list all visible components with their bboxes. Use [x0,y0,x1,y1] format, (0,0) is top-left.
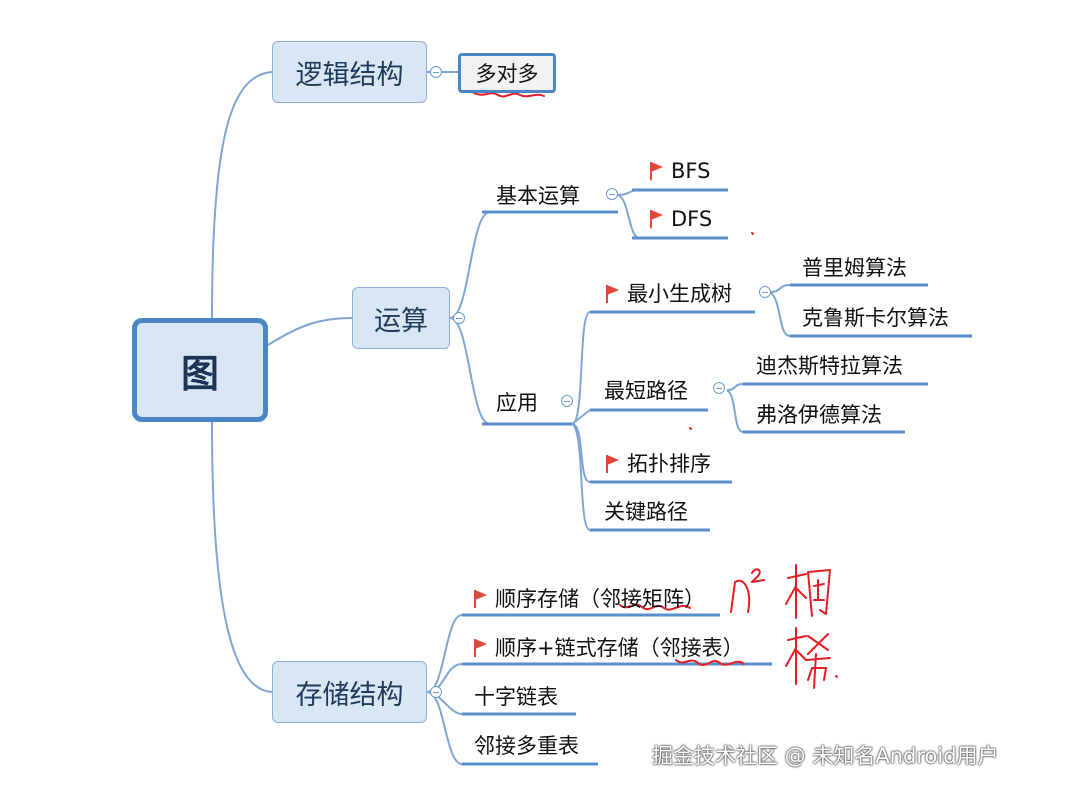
collapse-button-operations[interactable] [453,312,465,324]
node-topo-sort[interactable]: 拓扑排序 [606,451,711,477]
collapse-button-basic[interactable] [606,188,618,200]
collapse-button-storage[interactable] [430,686,442,698]
collapse-button-shortest[interactable] [713,382,725,394]
node-linked-storage-label: 顺序+链式存储（邻接表） [495,636,744,660]
node-operations[interactable]: 运算 [352,287,450,349]
collapse-button-apply[interactable] [561,395,573,407]
watermark-text: 掘金技术社区 @ 未知名Android用户 [652,744,999,768]
node-floyd[interactable]: 弗洛伊德算法 [756,403,882,427]
flag-icon [650,162,663,180]
node-mst[interactable]: 最小生成树 [606,281,732,307]
node-logic-structure-label: 逻辑结构 [295,59,404,91]
collapse-button-logic[interactable] [430,66,442,78]
node-sequential-storage-label: 顺序存储（邻接矩阵） [495,587,705,611]
node-topo-sort-label: 拓扑排序 [627,452,711,476]
node-critical-path[interactable]: 关键路径 [604,500,688,524]
node-adjacency-multilist[interactable]: 邻接多重表 [474,734,579,758]
node-storage-structure-label: 存储结构 [295,679,404,711]
node-orthogonal-list[interactable]: 十字链表 [474,685,558,709]
node-sequential-storage[interactable]: 顺序存储（邻接矩阵） [474,586,705,612]
node-operations-label: 运算 [374,305,428,337]
root-label: 图 [180,351,219,396]
flag-icon [474,639,487,657]
node-kruskal[interactable]: 克鲁斯卡尔算法 [802,306,949,330]
flag-icon [606,455,619,473]
node-mst-label: 最小生成树 [627,282,732,306]
node-logic-structure[interactable]: 逻辑结构 [272,41,427,103]
node-many-to-many-label: 多对多 [475,62,539,86]
node-linked-storage[interactable]: 顺序+链式存储（邻接表） [474,635,744,661]
node-basic-ops[interactable]: 基本运算 [496,184,580,208]
node-apply[interactable]: 应用 [496,391,538,415]
collapse-button-mst[interactable] [759,286,771,298]
node-bfs-label: BFS [671,159,711,183]
root-node[interactable]: 图 [132,318,268,422]
node-storage-structure[interactable]: 存储结构 [272,661,427,723]
node-bfs[interactable]: BFS [650,158,710,184]
node-dijkstra[interactable]: 迪杰斯特拉算法 [756,354,903,378]
node-dfs[interactable]: DFS [650,206,712,232]
node-shortest-path[interactable]: 最短路径 [604,379,688,403]
flag-icon [474,590,487,608]
flag-icon [650,210,663,228]
flag-icon [606,285,619,303]
handwriting-annotations [473,92,838,689]
node-prim[interactable]: 普里姆算法 [802,256,907,280]
node-dfs-label: DFS [671,207,713,231]
node-many-to-many[interactable]: 多对多 [458,53,556,93]
